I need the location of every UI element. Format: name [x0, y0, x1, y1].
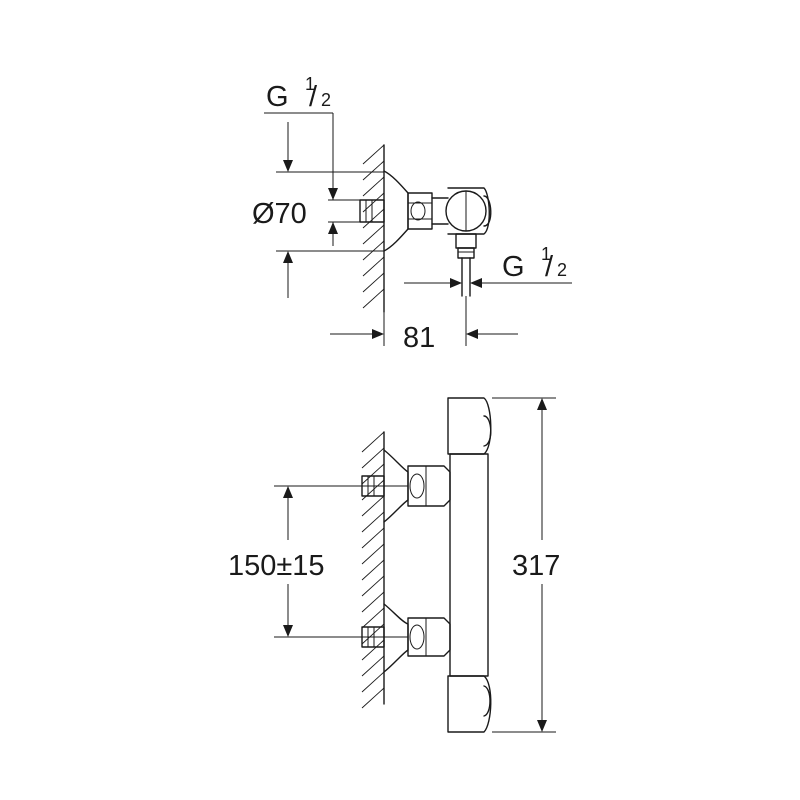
outlet-thread-frac-den: 2	[557, 260, 567, 280]
dim-top-thread: G 1 / 2	[264, 74, 360, 246]
svg-text:/: /	[309, 81, 318, 113]
side-outlet-thread	[457, 247, 475, 259]
side-escutcheon	[383, 170, 409, 252]
diameter-label: Ø70	[252, 198, 307, 230]
side-outlet-nut	[455, 233, 477, 249]
centers-label: 150±15	[228, 550, 325, 582]
top-thread-frac-den: 2	[321, 90, 331, 110]
dim-height: 317	[492, 397, 560, 733]
front-wall-hatch	[361, 431, 385, 709]
top-thread-frac-num: 1	[305, 74, 315, 94]
outlet-thread-letter: G	[502, 251, 525, 283]
outlet-thread-frac-num: 1	[541, 244, 551, 264]
dim-diameter: Ø70	[252, 171, 384, 298]
height-label: 317	[512, 550, 560, 582]
front-view: 150±15 317	[228, 397, 560, 733]
dim-outlet-thread: G 1 / 2	[404, 244, 572, 288]
depth-label: 81	[403, 322, 435, 354]
side-hex-nut	[407, 192, 433, 230]
side-wall-hatch	[362, 144, 385, 309]
svg-text:/: /	[545, 251, 554, 283]
dim-depth: 81	[330, 296, 518, 354]
top-thread-letter: G	[266, 81, 289, 113]
front-lower-connection	[361, 603, 451, 673]
front-thermostat-body	[447, 397, 492, 733]
side-view: G 1 / 2 Ø70 G 1 / 2	[252, 74, 572, 354]
dim-centers: 150±15	[228, 485, 408, 638]
